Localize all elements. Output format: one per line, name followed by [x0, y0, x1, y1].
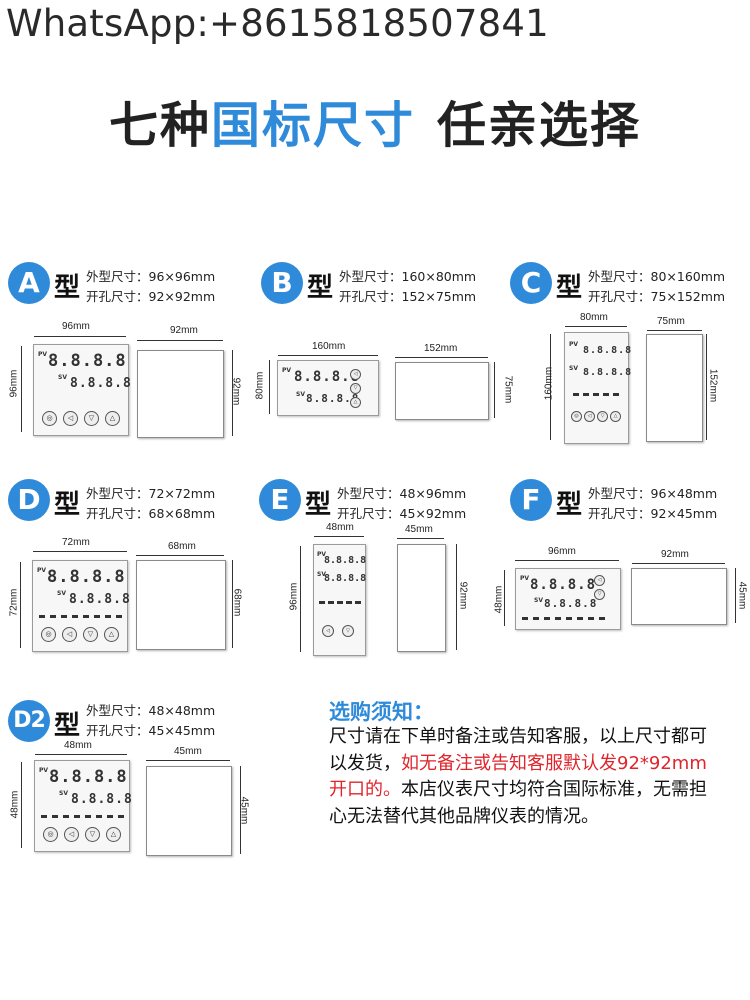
model-a-device-height: 96mm	[8, 369, 20, 398]
model-f-cutout-width: 92mm	[661, 549, 689, 560]
notice-body: 尺寸请在下单时备注或告知客服，以上尺寸都可以发货，如无备注或告知客服默认发92*…	[329, 724, 719, 830]
model-d-device-width: 72mm	[62, 537, 90, 548]
model-d-device-height: 72mm	[8, 588, 20, 617]
model-d2-badge: D2	[8, 700, 50, 742]
model-c-device-height: 160mm	[543, 366, 555, 401]
model-f-suffix: 型	[556, 490, 583, 520]
model-d2-header: D2 型 外型尺寸：48×48mm 开孔尺寸：45×45mm	[8, 700, 248, 746]
model-d2-cutout-height: 45mm	[238, 796, 250, 825]
model-f-cutout	[631, 568, 727, 625]
model-b-outer-size: 外型尺寸：160×80mm	[339, 269, 477, 284]
model-f-cutout-size: 开孔尺寸：92×45mm	[588, 506, 718, 521]
model-a-header: A 型 外型尺寸：96×96mm 开孔尺寸：92×92mm	[8, 262, 248, 308]
model-b-header: B 型 外型尺寸：160×80mm 开孔尺寸：152×75mm	[261, 262, 501, 308]
model-a-badge: A	[8, 262, 50, 304]
model-f-badge: F	[510, 479, 552, 521]
notice-text-2: 本店仪表尺寸均符合国际标准，无需担心无法替代其他品牌仪表的情况。	[329, 779, 707, 827]
model-e-device-width: 48mm	[326, 522, 354, 533]
model-d2-suffix: 型	[54, 711, 81, 741]
model-d2-cutout-size: 开孔尺寸：45×45mm	[86, 723, 216, 738]
model-e-cutout-width: 45mm	[405, 524, 433, 535]
model-a-cutout-height: 92mm	[230, 377, 242, 406]
model-c-outer-size: 外型尺寸：80×160mm	[588, 269, 726, 284]
model-f-outer-size: 外型尺寸：96×48mm	[588, 486, 718, 501]
headline-part2: 国标尺寸	[210, 97, 415, 154]
model-a-device: PV 8.8.8.8 SV 8.8.8.8 ◎◁▽△	[33, 344, 131, 436]
model-d2-outer-size: 外型尺寸：48×48mm	[86, 703, 216, 718]
model-f-cutout-height: 45mm	[736, 581, 748, 610]
model-c-cutout-width: 75mm	[657, 316, 685, 327]
model-d-badge: D	[8, 479, 50, 521]
model-e-device: PV 8.8.8.8 SV 8.8.8.8 ◁▽	[313, 544, 366, 656]
model-c-cutout-size: 开孔尺寸：75×152mm	[588, 289, 726, 304]
model-b-cutout	[395, 362, 489, 420]
model-d-device: PV 8.8.8.8 SV 8.8.8.8 ◎◁▽△	[32, 560, 130, 652]
model-d-cutout	[136, 560, 226, 650]
model-a-cutout-width: 92mm	[170, 325, 198, 336]
model-c-badge: C	[510, 262, 552, 304]
model-d2-device: PV 8.8.8.8 SV 8.8.8.8 ◎◁▽△	[34, 760, 132, 852]
model-e-device-height: 96mm	[288, 582, 300, 611]
model-b-suffix: 型	[307, 273, 334, 303]
model-d-cutout-size: 开孔尺寸：68×68mm	[86, 506, 216, 521]
model-c-header: C 型 外型尺寸：80×160mm 开孔尺寸：75×152mm	[510, 262, 750, 308]
model-a-outer-size: 外型尺寸：96×96mm	[86, 269, 216, 284]
model-c-device-width: 80mm	[580, 312, 608, 323]
headline-part3: 任亲选择	[437, 97, 642, 154]
model-d-cutout-height: 68mm	[231, 588, 243, 617]
notice-title: 选购须知：	[329, 700, 434, 724]
model-d2-cutout	[146, 766, 232, 856]
model-a-device-width: 96mm	[62, 321, 90, 332]
model-e-badge: E	[259, 479, 301, 521]
model-e-outer-size: 外型尺寸：48×96mm	[337, 486, 467, 501]
page-headline: 七种国标尺寸任亲选择	[0, 86, 750, 157]
watermark: WhatsApp:+8615818507841	[6, 2, 549, 45]
model-b-device: PV 8.8.8.8 SV 8.8.8.8 ◁▽△	[277, 360, 379, 416]
model-f-header: F 型 外型尺寸：96×48mm 开孔尺寸：92×45mm	[510, 479, 750, 525]
model-c-suffix: 型	[556, 273, 583, 303]
model-c-device: PV 8.8.8.8 SV 8.8.8.8 ◎◁▽△	[564, 332, 631, 444]
model-e-suffix: 型	[305, 490, 332, 520]
model-e-header: E 型 外型尺寸：48×96mm 开孔尺寸：45×92mm	[259, 479, 499, 525]
headline-part1: 七种	[108, 97, 211, 154]
model-c-cutout	[646, 334, 703, 442]
model-d2-device-width: 48mm	[64, 740, 92, 751]
model-f-device: PV 8.8.8.8 SV 8.8.8.8 ◁▽	[515, 568, 621, 630]
model-e-cutout-height: 92mm	[457, 581, 469, 610]
notice-text-1: 尺寸请在下单时备注或告知客服，以上尺寸都可以发货，	[329, 726, 707, 774]
model-b-cutout-width: 152mm	[424, 343, 458, 354]
model-d2-device-height: 48mm	[9, 790, 21, 819]
model-c-cutout-height: 152mm	[707, 368, 719, 403]
model-d-cutout-width: 68mm	[168, 541, 196, 552]
model-d-outer-size: 外型尺寸：72×72mm	[86, 486, 216, 501]
model-f-device-width: 96mm	[548, 546, 576, 557]
model-d-header: D 型 外型尺寸：72×72mm 开孔尺寸：68×68mm	[8, 479, 248, 525]
model-b-badge: B	[261, 262, 303, 304]
notice-highlight: 如无备注或告知客服默认发92*92mm开口的。	[329, 752, 707, 801]
model-b-cutout-height: 75mm	[502, 375, 514, 404]
model-f-device-height: 48mm	[493, 585, 505, 614]
model-b-device-width: 160mm	[312, 341, 346, 352]
model-d2-cutout-width: 45mm	[174, 746, 202, 757]
model-b-cutout-size: 开孔尺寸：152×75mm	[339, 289, 477, 304]
model-a-suffix: 型	[54, 273, 81, 303]
model-e-cutout	[397, 544, 446, 652]
model-a-cutout-size: 开孔尺寸：92×92mm	[86, 289, 216, 304]
model-b-device-height: 80mm	[254, 371, 266, 400]
model-a-cutout	[137, 350, 224, 438]
model-d-suffix: 型	[54, 490, 81, 520]
model-e-cutout-size: 开孔尺寸：45×92mm	[337, 506, 467, 521]
